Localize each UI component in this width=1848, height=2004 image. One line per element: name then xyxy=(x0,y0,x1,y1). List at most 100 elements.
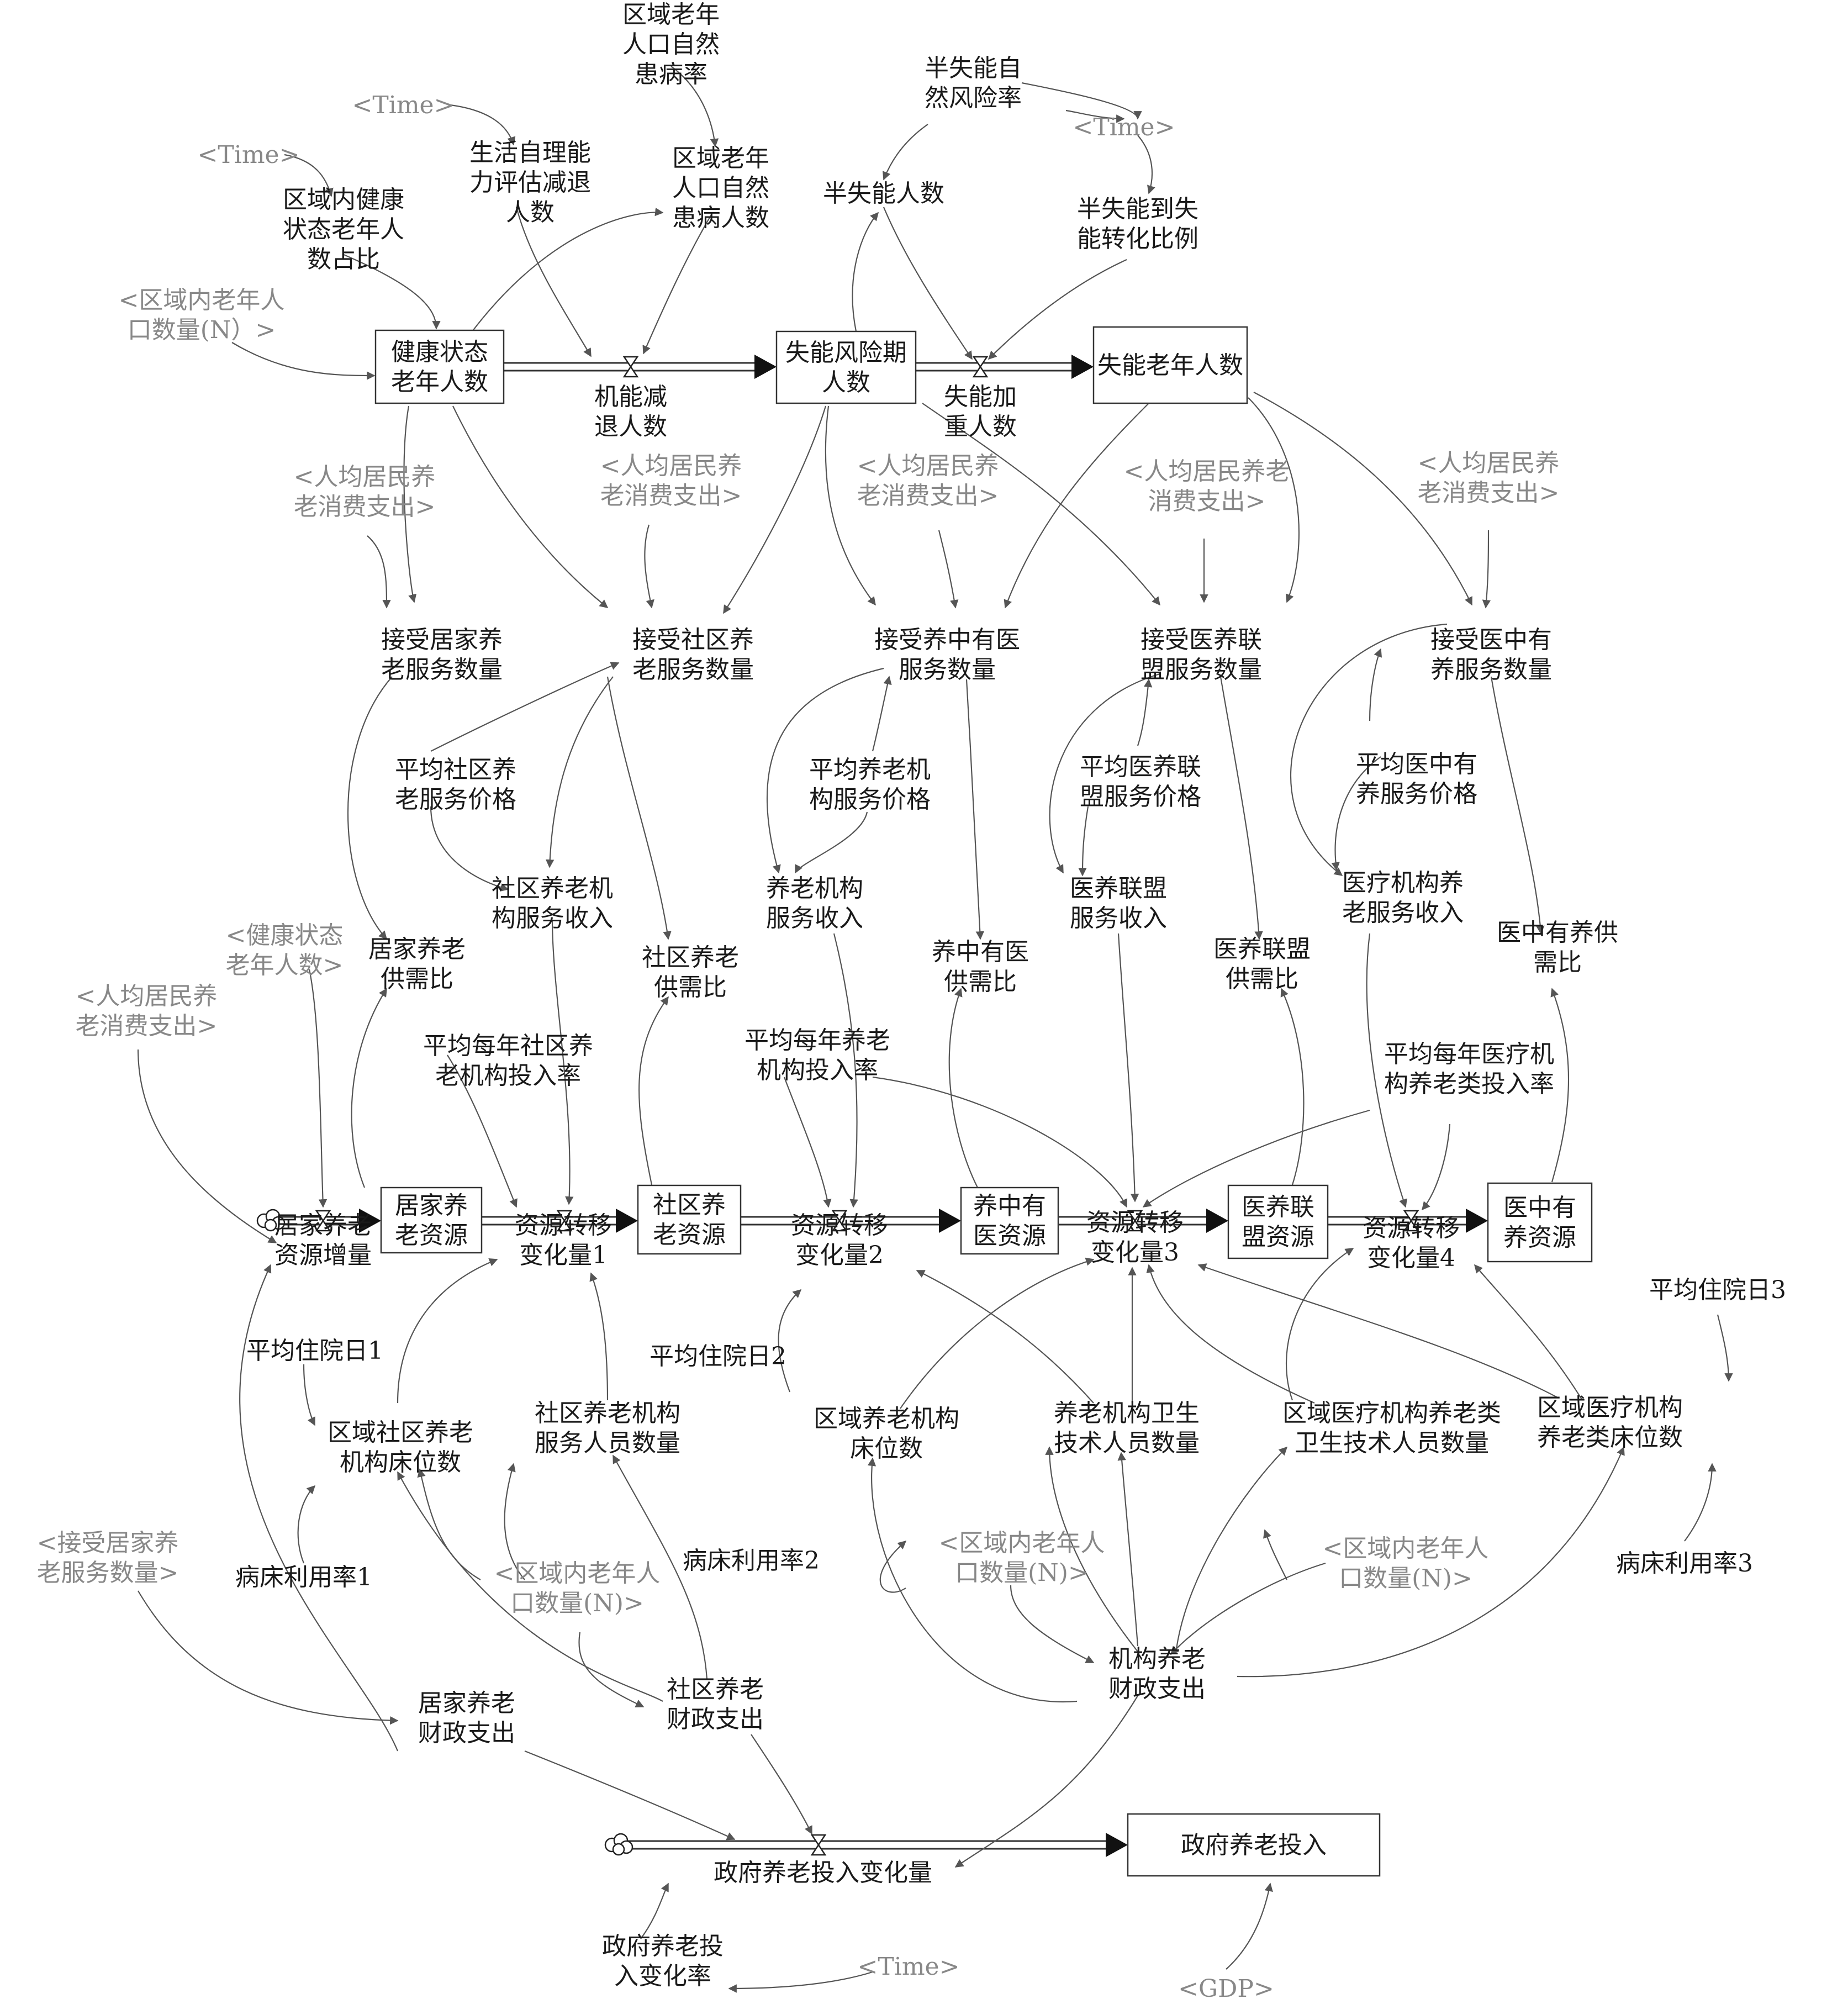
var-recv-home-service: 接受居家养老服务数量 xyxy=(381,626,503,684)
flow-resource-transfer-2: 资源转移变化量2 xyxy=(791,1211,888,1269)
causal-link xyxy=(613,1454,708,1680)
causal-link xyxy=(578,1632,645,1708)
causal-link xyxy=(1290,623,1448,876)
causal-link xyxy=(472,207,664,332)
causal-link xyxy=(642,212,713,355)
pipe-cloud-to-gov xyxy=(1106,1833,1128,1857)
valve-transfer-2 xyxy=(831,1210,848,1232)
causal-link xyxy=(1490,676,1545,935)
var-elder-morbidity-rate: 区域老年人口自然患病率 xyxy=(622,1,720,88)
var-avg-medical-care-price: 平均医中有养服务价格 xyxy=(1356,750,1477,808)
var-community-supply-demand: 社区养老供需比 xyxy=(642,943,739,1001)
causal-link xyxy=(1197,1263,1558,1398)
flow-government-investment-change: 政府养老投入变化量 xyxy=(714,1859,932,1887)
valve-home-increment xyxy=(315,1210,331,1232)
causal-link xyxy=(872,1076,1128,1208)
shadow-elderly-population-1: <区域内老年人口数量(N）> xyxy=(119,286,285,344)
causal-link xyxy=(833,933,858,1208)
causal-link xyxy=(1474,1264,1583,1401)
var-union-income: 医养联盟服务收入 xyxy=(1070,874,1167,932)
causal-link xyxy=(417,1468,481,1580)
var-semi-disability-risk: 半失能自然风险率 xyxy=(925,54,1022,112)
stock-medical-with-care-resources: 医中有养资源 xyxy=(1487,1182,1593,1263)
causal-link xyxy=(430,806,509,892)
valve-function-decline xyxy=(622,356,639,378)
causal-link xyxy=(1366,933,1407,1208)
var-institution-income: 养老机构服务收入 xyxy=(766,874,863,932)
var-recv-union-service: 接受医养联盟服务数量 xyxy=(1141,626,1262,684)
causal-link xyxy=(1717,1314,1733,1382)
svg-text:居家养老资源: 居家养老资源 xyxy=(395,1191,468,1249)
stock-disability-risk: 失能风险期人数 xyxy=(775,330,917,404)
causal-link xyxy=(1117,933,1139,1203)
causal-link xyxy=(347,676,393,940)
causal-link xyxy=(284,154,334,197)
var-avg-union-price: 平均医养联盟服务价格 xyxy=(1080,753,1201,811)
causal-link xyxy=(1280,988,1305,1185)
stock-medical-union-resources: 医养联盟资源 xyxy=(1227,1184,1329,1259)
causal-link xyxy=(1482,530,1491,609)
svg-text:医中有养资源: 医中有养资源 xyxy=(1503,1194,1576,1252)
var-bed-use-rate-2: 病床利用率2 xyxy=(683,1547,820,1575)
var-self-care-decline: 生活自理能力评估减退人数 xyxy=(469,139,591,226)
causal-link xyxy=(589,1272,609,1401)
var-institution-invest-rate: 平均每年养老机构投入率 xyxy=(745,1026,890,1084)
causal-link xyxy=(447,1054,518,1208)
causal-link xyxy=(1369,648,1382,721)
var-recv-medical-care-service: 接受医中有养服务数量 xyxy=(1430,626,1552,684)
causal-link xyxy=(1331,756,1381,871)
var-union-supply-demand: 医养联盟供需比 xyxy=(1213,935,1311,993)
causal-link xyxy=(783,1077,832,1208)
valve-transfer-3 xyxy=(1127,1210,1143,1232)
causal-link xyxy=(867,1457,1078,1703)
shadow-time-3: <Time> xyxy=(1073,113,1175,141)
causal-link xyxy=(430,662,620,752)
shadow-elderly-population-3: <区域内老年人口数量(N)> xyxy=(939,1529,1105,1587)
causal-link xyxy=(1045,1446,1138,1652)
flow-resource-transfer-4: 资源转移变化量4 xyxy=(1363,1214,1460,1272)
var-community-fiscal-spending: 社区养老财政支出 xyxy=(667,1675,764,1733)
causal-link xyxy=(916,1270,1094,1404)
shadow-consumer-spending-3: <人均居民养老消费支出> xyxy=(857,452,999,510)
causal-link xyxy=(1142,1109,1370,1207)
stock-disabled-elderly: 失能老年人数 xyxy=(1092,326,1248,404)
svg-text:政府养老投入: 政府养老投入 xyxy=(1181,1831,1327,1859)
shadow-consumer-spending-2: <人均居民养老消费支出> xyxy=(600,452,742,510)
causal-link xyxy=(751,1734,812,1835)
var-medical-invest-rate: 平均每年医疗机构养老类投入率 xyxy=(1384,1040,1554,1098)
causal-link xyxy=(515,207,592,357)
causal-link xyxy=(1550,988,1570,1183)
causal-link xyxy=(231,342,376,380)
causal-link xyxy=(1049,673,1160,874)
svg-text:健康状态老年人数: 健康状态老年人数 xyxy=(391,338,488,396)
stock-health-elderly: 健康状态老年人数 xyxy=(374,329,505,404)
pipe-cloud-to-home xyxy=(359,1209,381,1233)
var-community-invest-rate: 平均每年社区养老机构投入率 xyxy=(423,1032,593,1090)
var-avg-institution-price: 平均养老机构服务价格 xyxy=(809,756,931,814)
causal-link xyxy=(778,1289,802,1393)
var-semi-disabled-count: 半失能人数 xyxy=(823,180,944,208)
causal-link xyxy=(900,1257,1095,1409)
shadow-health-elderly: <健康状态老年人数> xyxy=(226,921,344,979)
causal-link xyxy=(644,524,654,609)
causal-link xyxy=(795,811,868,874)
causal-link xyxy=(825,405,876,606)
var-avg-community-price: 平均社区养老服务价格 xyxy=(395,756,516,814)
pipe-union-to-myang xyxy=(1466,1209,1488,1233)
causal-link xyxy=(1253,392,1472,606)
causal-link xyxy=(1684,1463,1717,1542)
flow-home-resource-increment: 居家养老资源增量 xyxy=(274,1211,372,1269)
causal-link xyxy=(1219,676,1263,940)
var-institution-beds: 区域养老机构床位数 xyxy=(814,1405,959,1463)
causal-link xyxy=(351,988,387,1188)
flow-function-decline: 机能减退人数 xyxy=(594,383,667,441)
shadow-time-4: <Time> xyxy=(858,1953,960,1981)
shadow-consumer-spending-1: <人均居民养老消费支出> xyxy=(294,463,436,521)
causal-link xyxy=(1237,1446,1625,1678)
causal-link xyxy=(852,212,879,332)
var-community-beds: 区域社区养老机构床位数 xyxy=(328,1418,473,1476)
causal-link xyxy=(1021,82,1142,120)
var-community-staff: 社区养老机构服务人员数量 xyxy=(535,1399,680,1457)
causal-link xyxy=(397,1471,663,1702)
